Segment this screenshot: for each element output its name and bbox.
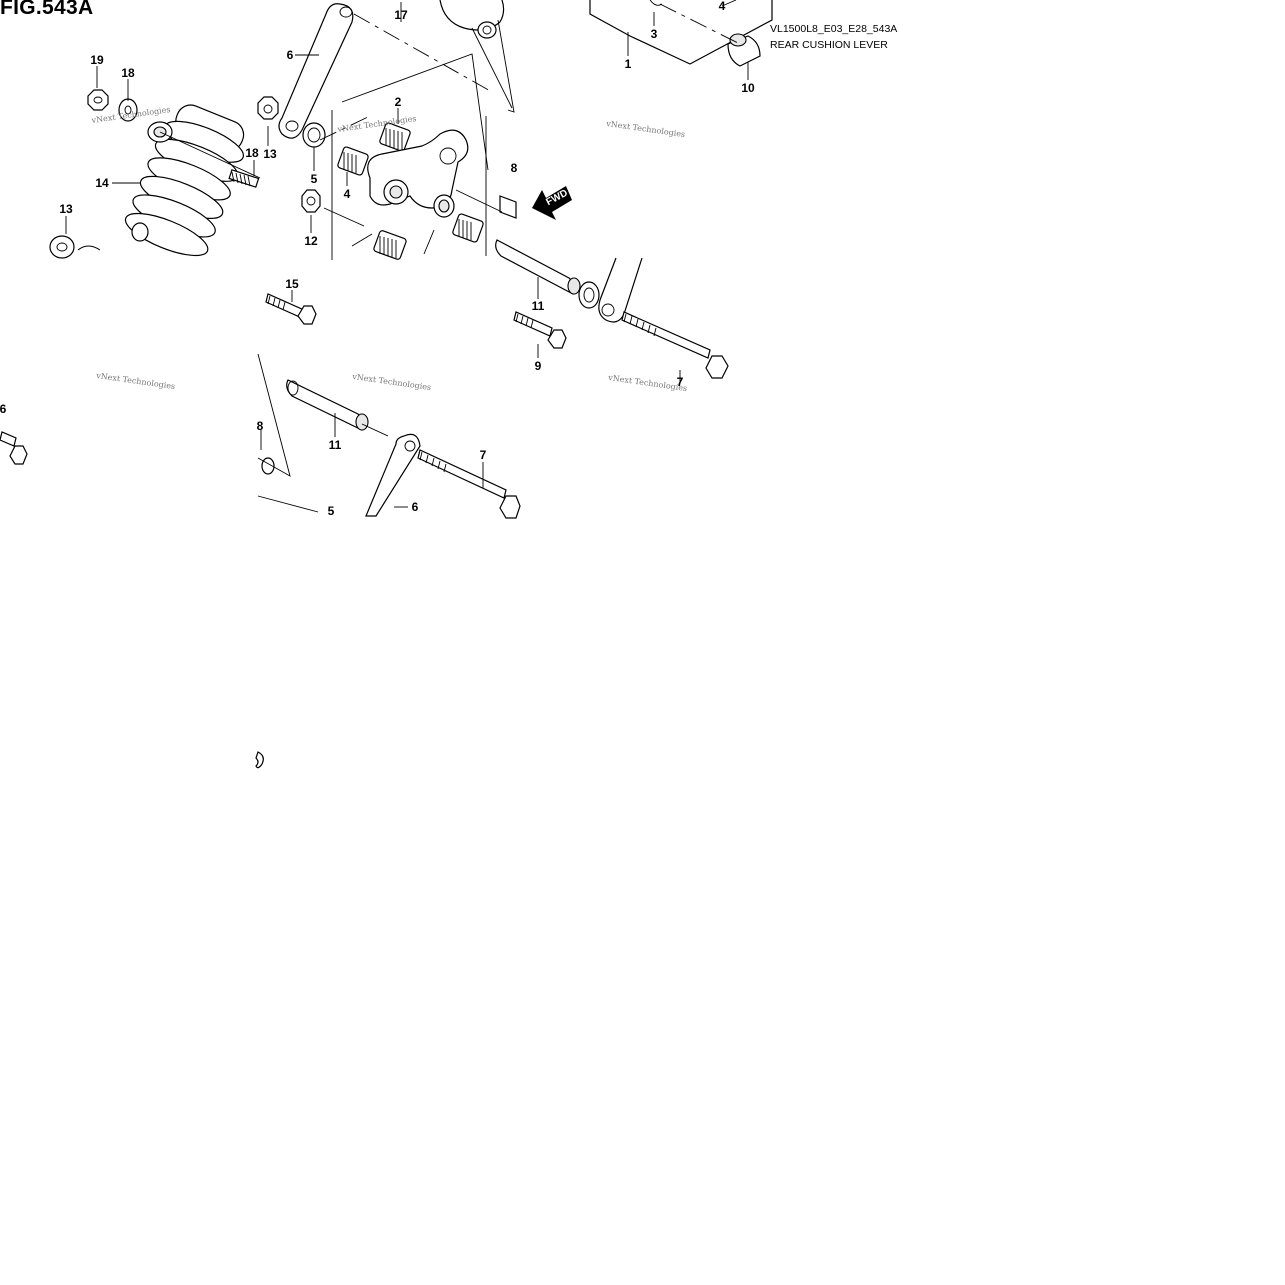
shaft-8-upper	[499, 195, 517, 219]
callout-c10: 10	[741, 81, 755, 95]
callout-c7b: 7	[480, 448, 487, 462]
nut-12	[301, 189, 321, 213]
bearing-lower-left	[373, 230, 407, 260]
washer-18	[118, 98, 138, 122]
shock-upper-spring	[439, 0, 505, 39]
callout-c8a: 8	[511, 161, 518, 175]
figure-name: REAR CUSHION LEVER	[770, 39, 888, 51]
bolt-16-left	[0, 431, 28, 465]
callout-c16: 6	[0, 402, 7, 416]
callout-c6a: 6	[287, 48, 294, 62]
callout-c4a: 4	[344, 187, 351, 201]
callout-c2: 2	[395, 95, 402, 109]
callout-c13a: 13	[59, 202, 73, 216]
callout-c12: 12	[304, 234, 318, 248]
cushion-lever	[367, 129, 469, 218]
callout-c18a: 18	[121, 66, 135, 80]
bearing-2	[379, 122, 411, 152]
washer-right	[578, 281, 600, 309]
bolt-9	[513, 311, 567, 349]
nut-13-upper	[257, 96, 279, 120]
bearing-lower-right	[452, 213, 484, 243]
figure-code: VL1500L8_E03_E28_543A	[770, 23, 898, 35]
nut-14-lower	[131, 222, 149, 242]
bolt-7-right	[621, 311, 729, 379]
leader-lines	[65, 0, 749, 508]
nut-19	[87, 89, 109, 111]
figure-title: FIG.543A	[0, 0, 94, 19]
cushion-rod-upper	[278, 3, 354, 139]
assembly-lines	[159, 3, 741, 513]
fwd-arrow-icon: FWD	[532, 186, 572, 220]
bearing-4	[337, 146, 369, 176]
bolt-7-lower	[417, 449, 521, 519]
callout-c3: 3	[651, 27, 658, 41]
callout-c4b: 4	[719, 0, 726, 13]
callout-c14: 14	[95, 176, 109, 190]
callout-labels: 19 18 14 13 13 18 6 17 2 5 4 12 8 3 4 1 10 15 11 9 7 11 8 7 6 5 6	[0, 0, 755, 518]
small-icon-lower	[255, 751, 264, 769]
shaft-11-upper	[495, 239, 581, 295]
callout-c18b: 18	[245, 146, 259, 160]
callout-c1: 1	[625, 57, 632, 71]
callout-c7a: 7	[677, 375, 684, 389]
callout-c8b: 8	[257, 419, 264, 433]
callout-c11a: 11	[532, 299, 545, 313]
cushion-rod-lower	[365, 433, 421, 517]
spacer-10	[727, 33, 761, 67]
callout-c5a: 5	[311, 172, 318, 186]
callout-c11b: 11	[329, 438, 342, 452]
callout-c19: 19	[90, 53, 104, 67]
shaft-11-lower	[286, 379, 369, 431]
cushion-rod-right	[598, 257, 643, 323]
dust-seal-5	[302, 122, 326, 148]
watermark: vNext Technologies	[351, 372, 432, 392]
nut-13-left	[49, 235, 101, 259]
callout-c5b: 5	[328, 504, 335, 518]
bolt-15	[265, 293, 317, 325]
bolt-18-shock	[228, 169, 260, 188]
watermark: vNext Technologies	[95, 371, 176, 391]
callout-c9: 9	[535, 359, 542, 373]
callout-c6b: 6	[412, 500, 419, 514]
watermark: vNext Technologies	[605, 119, 686, 139]
callout-c15: 15	[285, 277, 299, 291]
callout-c13b: 13	[263, 147, 277, 161]
callout-c17: 17	[394, 8, 408, 22]
watermark: vNext Technologies	[607, 373, 688, 393]
